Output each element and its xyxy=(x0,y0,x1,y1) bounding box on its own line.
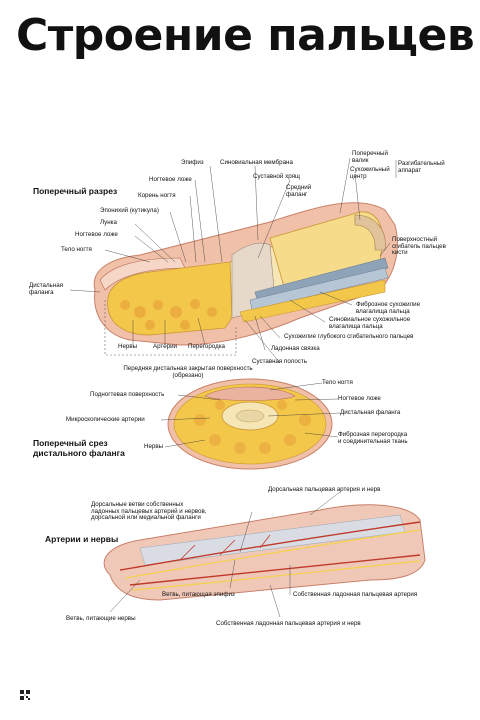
label-nerves: Нервы xyxy=(118,344,137,351)
label-septum: Перегородка xyxy=(188,344,225,351)
label-deep-flexor-tendon: Сухожилие глубокого сгибательного пальце… xyxy=(284,334,413,341)
label-line: фаланг xyxy=(286,192,311,199)
label-nerve-branch: Ветвь, питающие нервы xyxy=(66,616,136,623)
label-line: фаланга xyxy=(29,290,63,297)
label-arteries: Артерии xyxy=(153,344,177,351)
label-proper-palmar-artery: Собственная ладонная пальцевая артерия xyxy=(293,592,417,599)
label-distal-phalanx-2: Дистальная фаланга xyxy=(340,410,400,417)
label-transverse-roll: Поперечный валик xyxy=(352,151,388,164)
label-superficial-flexor: Поверхностный сгибатель пальцев кисти xyxy=(392,237,446,257)
label-subungual-surface: Подногтевая поверхность xyxy=(90,392,164,399)
section-phalanx-transverse: Поперечный срез дистального фаланга xyxy=(33,438,125,458)
section-phalanx-line-2: дистального фаланга xyxy=(33,448,125,458)
label-line: влагалища пальца xyxy=(356,309,420,316)
label-nail-body: Тело ногтя xyxy=(61,247,92,254)
label-joint-cavity: Суставная полость xyxy=(252,359,307,366)
section-cross-section: Поперечный разрез xyxy=(33,186,117,196)
phalanx-transverse-figure xyxy=(168,379,332,469)
label-eponychium: Эпонихий (кутикула) xyxy=(100,208,159,215)
label-line: влагалища пальца xyxy=(329,324,410,331)
label-proper-palmar-artery-nerve: Собственная ладонная пальцевая артерия и… xyxy=(216,621,361,628)
section-phalanx-line-1: Поперечный срез xyxy=(33,438,125,448)
label-palmar-ligament: Ладонная связка xyxy=(271,346,320,353)
label-fibrous-tendon-sheath: Фиброзное сухожилие влагалища пальца xyxy=(356,302,420,315)
label-middle-phalanx: Средний фаланг xyxy=(286,185,311,198)
label-epiphysis-branch: Ветвь, питающая эпифиз xyxy=(162,592,235,599)
label-line: кисти xyxy=(392,250,446,257)
label-line: аппарат xyxy=(398,168,445,175)
label-dorsal-branches: Дорсальные ветви собственных ладонных па… xyxy=(91,502,206,522)
label-nail-root: Корень ногтя xyxy=(138,193,176,200)
label-distal-phalanx: Дистальная фаланга xyxy=(29,283,63,296)
label-line: дорсальной или медиальной фаланги xyxy=(91,515,206,522)
label-fibrous-septum: Фиброзная перегородка и соединительная т… xyxy=(338,432,408,445)
label-dorsal-artery-nerve: Дорсальная пальцевая артерия и нерв xyxy=(268,487,380,494)
label-articular-cartilage: Суставной хрящ xyxy=(253,174,300,181)
label-anterior-distal-surface: Передняя дистальная закрытая поверхность… xyxy=(113,366,263,379)
label-nail-body-2: Тело ногтя xyxy=(322,380,353,387)
label-micro-arteries: Микроскопические артерии xyxy=(66,417,145,424)
label-extensor-apparatus: Разгибательный аппарат xyxy=(398,161,445,174)
label-synovial-membrane: Синовиальная мембрана xyxy=(220,160,293,167)
label-line: валик xyxy=(352,158,388,165)
qr-code-icon xyxy=(20,690,30,700)
label-line: (обрезано) xyxy=(113,373,263,380)
label-lunula: Лунка xyxy=(100,220,117,227)
label-line: центр xyxy=(350,174,390,181)
label-synovial-tendon-sheath: Синовиальное сухожильное влагалища пальц… xyxy=(329,317,410,330)
label-tendon-center: Сухожильный центр xyxy=(350,167,390,180)
label-nail-bed-3: Ногтевое ложе xyxy=(338,396,381,403)
section-arteries-nerves: Артерии и нервы xyxy=(45,534,118,544)
label-nerves-2: Нервы xyxy=(144,444,163,451)
label-nail-bed-2: Ногтевое ложе xyxy=(75,232,118,239)
label-nail-bed: Ногтевое ложе xyxy=(149,177,192,184)
label-epifiz: Эпифиз xyxy=(181,160,204,167)
label-line: и соединительная ткань xyxy=(338,439,408,446)
